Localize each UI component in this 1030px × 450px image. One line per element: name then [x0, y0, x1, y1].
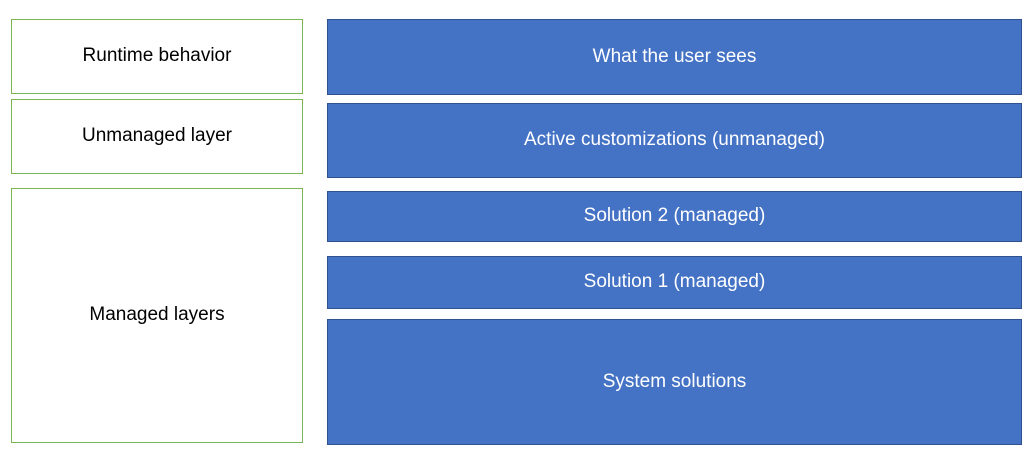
solution-1-box: Solution 1 (managed) — [327, 256, 1022, 309]
managed-layers-label: Managed layers — [89, 304, 225, 326]
solution-2-box: Solution 2 (managed) — [327, 191, 1022, 242]
system-solutions-label: System solutions — [602, 370, 747, 392]
managed-layers-box: Managed layers — [11, 188, 303, 443]
unmanaged-layer-box: Unmanaged layer — [11, 99, 303, 174]
runtime-behavior-label: Runtime behavior — [82, 45, 232, 67]
what-the-user-sees-label: What the user sees — [592, 45, 757, 67]
solution-2-label: Solution 2 (managed) — [583, 205, 766, 227]
active-customizations-box: Active customizations (unmanaged) — [327, 103, 1022, 178]
unmanaged-layer-label: Unmanaged layer — [82, 125, 232, 147]
system-solutions-box: System solutions — [327, 319, 1022, 445]
what-the-user-sees-box: What the user sees — [327, 19, 1022, 95]
active-customizations-label: Active customizations (unmanaged) — [524, 129, 825, 151]
solution-1-label: Solution 1 (managed) — [583, 271, 766, 293]
runtime-behavior-box: Runtime behavior — [11, 19, 303, 94]
